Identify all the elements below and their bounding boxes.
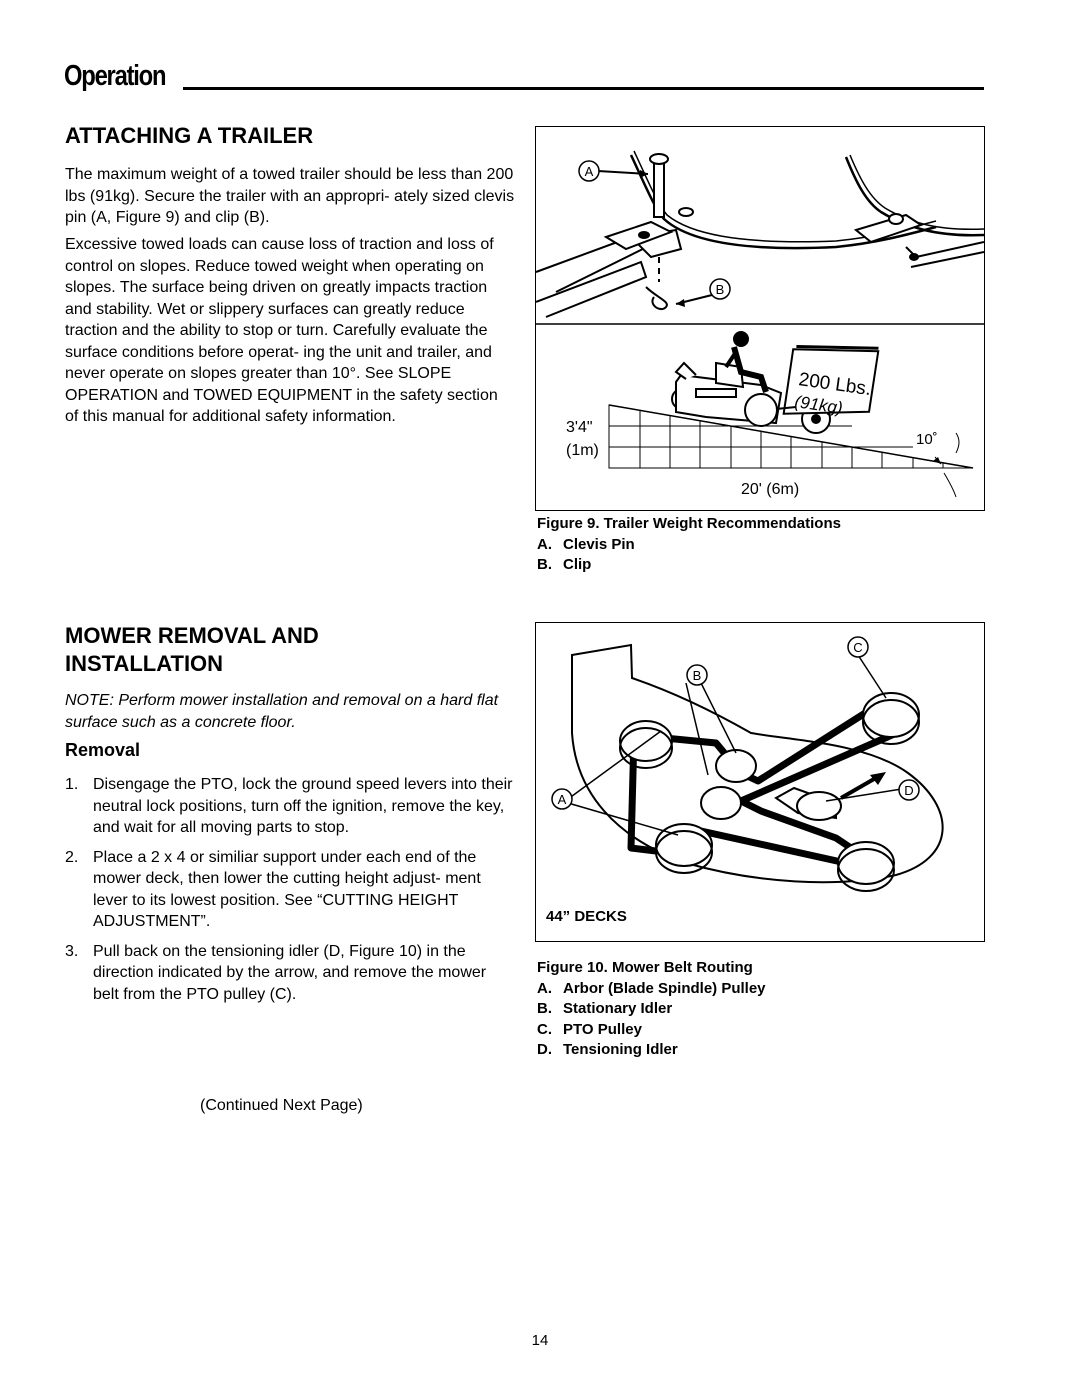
callout-d: D bbox=[904, 783, 913, 798]
angle-label: 10˚ bbox=[916, 431, 938, 448]
section-title: Operation bbox=[64, 60, 166, 92]
hitch-illustration bbox=[536, 150, 984, 318]
page-number: 14 bbox=[531, 1332, 549, 1349]
caption-item: B.Clip bbox=[537, 556, 592, 573]
trailer-heading: ATTACHING A TRAILER bbox=[65, 123, 314, 148]
caption-item: D.Tensioning Idler bbox=[537, 1041, 678, 1058]
callout-c: C bbox=[853, 640, 862, 655]
continued-note: (Continued Next Page) bbox=[200, 1097, 363, 1114]
caption-item: A.Arbor (Blade Spindle) Pulley bbox=[537, 979, 766, 997]
trailer-paragraph-1: The maximum weight of a towed trailer sh… bbox=[65, 166, 515, 226]
caption-title: Figure 9. Trailer Weight Recommendations bbox=[537, 515, 841, 532]
mower-and-trailer bbox=[671, 331, 880, 434]
caption-item: C.PTO Pulley bbox=[537, 1020, 642, 1038]
callout-b-circle bbox=[686, 664, 708, 686]
caption-item: B.Stationary Idler bbox=[537, 1000, 673, 1017]
figure-9-caption: Figure 9. Trailer Weight Recommendations… bbox=[537, 514, 987, 576]
callout-b-circle bbox=[709, 278, 731, 300]
list-item: 2.Place a 2 x 4 or similiar support unde… bbox=[65, 848, 481, 931]
figure-10: A B C D 44” DECKS bbox=[535, 622, 985, 942]
figure-10-caption: Figure 10. Mower Belt Routing A.Arbor (B… bbox=[537, 958, 987, 1061]
deck-size-label: 44” DECKS bbox=[546, 908, 627, 925]
slope-grid bbox=[608, 404, 974, 498]
height-label-m: (1m) bbox=[566, 442, 599, 459]
trailer-paragraph-2: Excessive towed loads can cause loss of … bbox=[65, 236, 498, 425]
list-item: 1.Disengage the PTO, lock the ground spe… bbox=[65, 776, 513, 836]
mower-heading-line-2: INSTALLATION bbox=[65, 651, 224, 676]
figure-9: A B bbox=[535, 126, 985, 511]
caption-title: Figure 10. Mower Belt Routing bbox=[537, 959, 753, 976]
height-label-ft: 3'4" bbox=[566, 419, 593, 436]
caption-item: A.Clevis Pin bbox=[537, 535, 635, 553]
callout-b: B bbox=[693, 668, 702, 683]
length-label: 20' (6m) bbox=[741, 481, 799, 498]
removal-subheading: Removal bbox=[65, 740, 141, 760]
mower-heading-line-1: MOWER REMOVAL AND bbox=[65, 623, 319, 648]
callout-b: B bbox=[716, 282, 725, 297]
callout-a: A bbox=[585, 164, 594, 179]
list-item: 3.Pull back on the tensioning idler (D, … bbox=[65, 942, 487, 1003]
callout-a-circle bbox=[578, 160, 600, 182]
callout-c-circle bbox=[847, 636, 869, 658]
mower-note: NOTE: Perform mower installation and rem… bbox=[65, 692, 499, 731]
header-rule bbox=[183, 87, 984, 90]
removal-steps: 1.Disengage the PTO, lock the ground spe… bbox=[65, 774, 515, 1013]
callout-d-circle bbox=[898, 779, 920, 801]
callout-a: A bbox=[558, 792, 567, 807]
callout-a-circle bbox=[551, 788, 573, 810]
